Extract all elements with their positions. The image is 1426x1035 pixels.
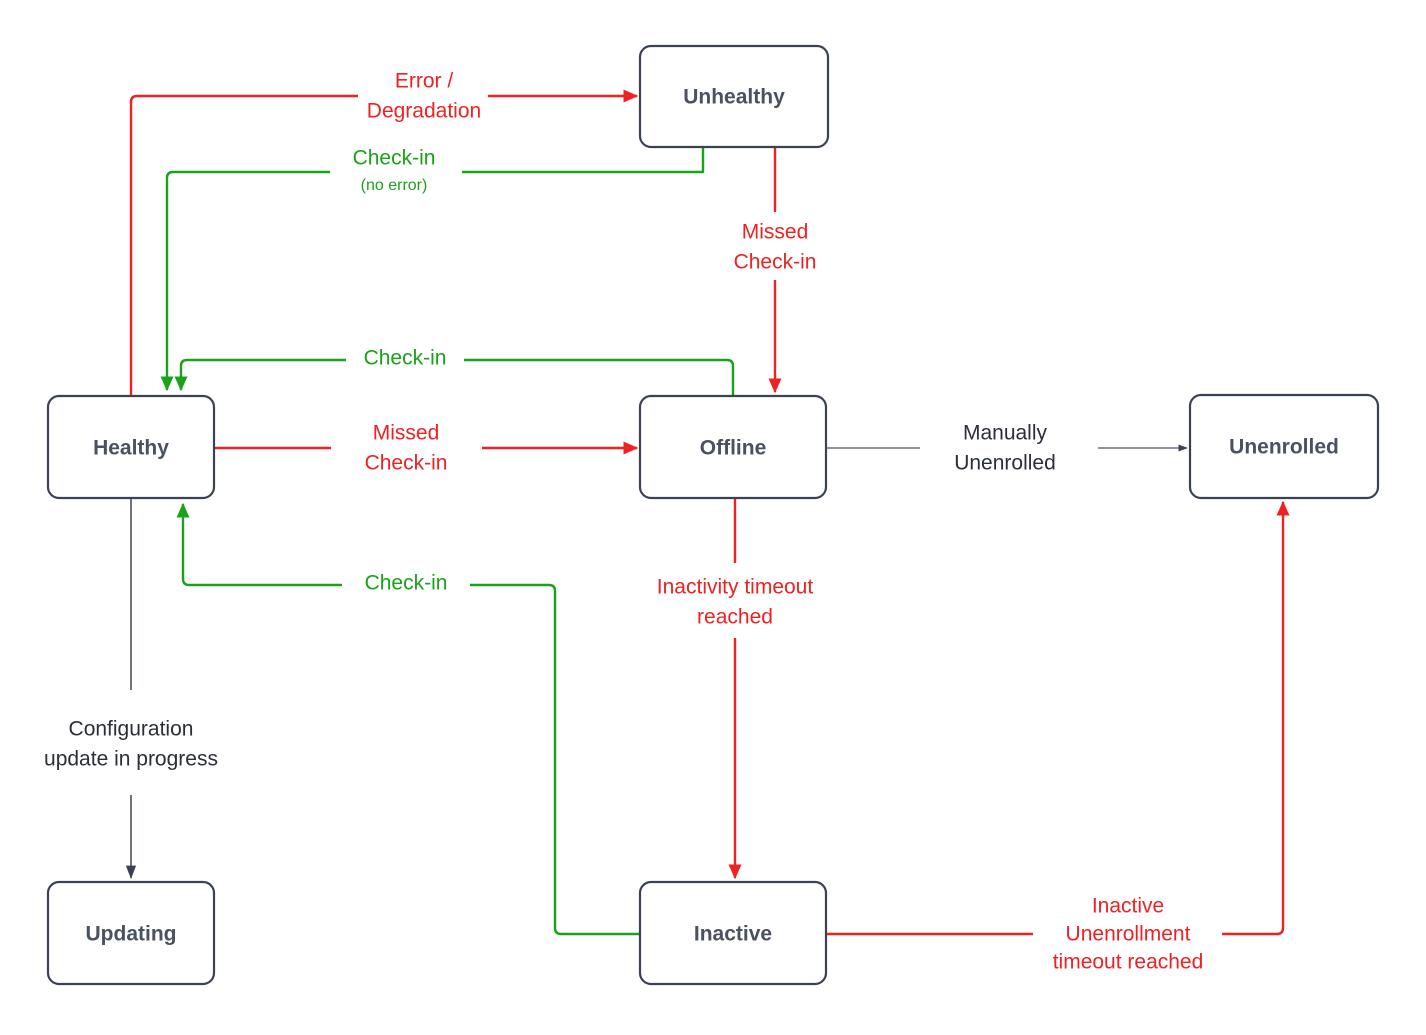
state-node-offline[interactable]: Offline (638, 394, 828, 500)
edge-label-line: Unenrollment (1066, 923, 1191, 946)
edge-label-line: Inactive (1092, 895, 1164, 918)
edge-offline-to-healthy (174, 358, 735, 396)
edge-label-line: Missed (742, 221, 809, 244)
state-node-inactive[interactable]: Inactive (638, 880, 828, 986)
state-box-unenrolled[interactable] (1188, 393, 1380, 500)
state-label-healthy: Healthy (93, 437, 169, 460)
edge-label-line: Inactivity timeout (657, 576, 814, 599)
state-node-updating[interactable]: Updating (46, 880, 216, 986)
edge-label-offline-to-inactive: Inactivity timeout reached (657, 576, 814, 629)
edge-label-line: reached (697, 606, 773, 629)
edge-label-healthy-to-unhealthy: Error / Degradation (367, 70, 481, 123)
edge-path-right (1222, 500, 1290, 936)
edge-label-offline-to-unenrolled: Manually Unenrolled (954, 422, 1056, 475)
edge-label-line: Check-in (365, 452, 448, 475)
edge-label-line: Unenrolled (954, 452, 1056, 475)
edge-label-line: Configuration (69, 718, 194, 741)
edge-label-sub-line: (no error) (361, 177, 428, 194)
edge-inactive-to-healthy (176, 502, 639, 936)
edge-path-from-unhealthy (462, 147, 705, 174)
edge-path-to-healthy (176, 502, 342, 587)
edge-label-line: Missed (373, 422, 440, 445)
state-label-inactive: Inactive (694, 923, 772, 946)
edge-label-line: Manually (963, 422, 1048, 445)
state-label-unhealthy: Unhealthy (683, 86, 785, 109)
edge-path-from-inactive (470, 583, 639, 936)
state-box-inactive[interactable] (638, 880, 828, 986)
edge-label-healthy-to-updating: Configuration update in progress (44, 718, 218, 771)
state-label-unenrolled: Unenrolled (1229, 436, 1339, 459)
edge-label-line: Check-in (734, 251, 817, 274)
state-box-healthy[interactable] (46, 394, 216, 500)
edge-label-line: Check-in (365, 572, 448, 595)
edge-healthy-to-unhealthy (129, 89, 639, 396)
edge-label-line: timeout reached (1053, 951, 1204, 974)
state-box-offline[interactable] (638, 394, 828, 500)
edge-path-to-healthy (174, 358, 346, 392)
edge-label-line: Error / (395, 70, 454, 93)
state-box-unhealthy[interactable] (638, 44, 830, 149)
edge-path-left-segment (129, 94, 358, 396)
edge-path-from-offline (464, 358, 735, 396)
edge-unhealthy-to-healthy (160, 147, 705, 392)
edge-label-unhealthy-to-offline: Missed Check-in (734, 221, 817, 274)
edge-label-inactive-to-unenrolled: Inactive Unenrollment timeout reached (1053, 895, 1204, 974)
edge-label-line: Check-in (353, 147, 436, 170)
state-node-unenrolled[interactable]: Unenrolled (1188, 393, 1380, 500)
state-label-updating: Updating (86, 923, 177, 946)
edge-inactive-to-unenrolled (826, 500, 1290, 936)
state-node-healthy[interactable]: Healthy (46, 394, 216, 500)
edge-path-to-healthy (160, 170, 330, 392)
state-node-unhealthy[interactable]: Unhealthy (638, 44, 830, 149)
edge-label-offline-to-healthy: Check-in (364, 347, 447, 370)
edge-label-line: update in progress (44, 748, 218, 771)
state-label-offline: Offline (700, 437, 767, 460)
edge-label-unhealthy-to-healthy: Check-in (no error) (353, 147, 436, 195)
edge-label-line: Degradation (367, 100, 481, 123)
edge-label-inactive-to-healthy: Check-in (365, 572, 448, 595)
edge-label-line: Check-in (364, 347, 447, 370)
edge-label-healthy-to-offline: Missed Check-in (365, 422, 448, 475)
state-box-updating[interactable] (46, 880, 216, 986)
